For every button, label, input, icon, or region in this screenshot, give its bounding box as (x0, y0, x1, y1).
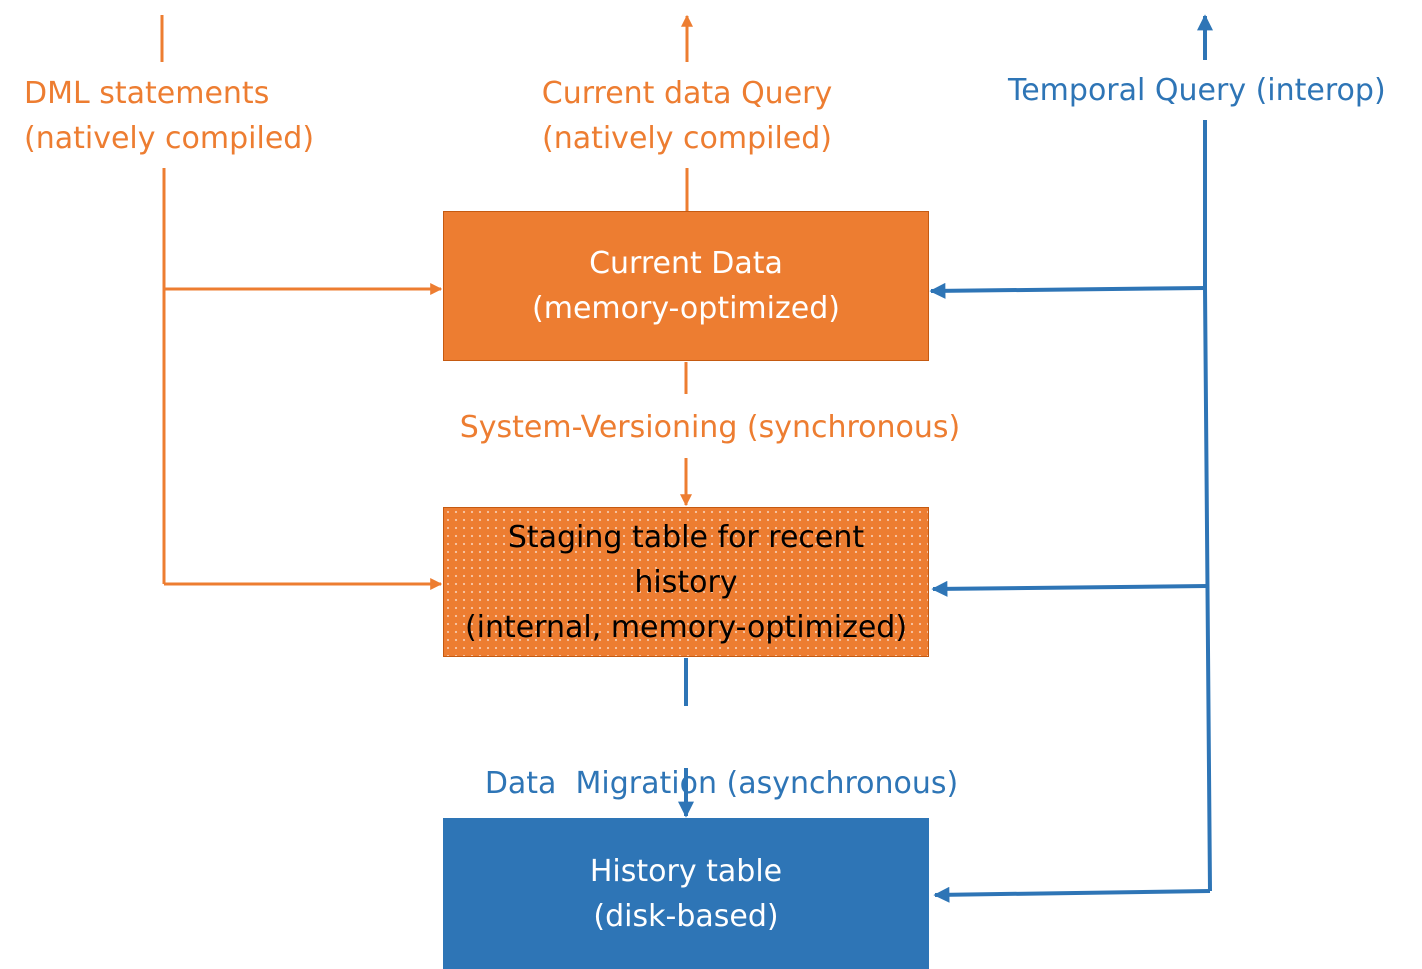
temporal-query-line-main (1203, 120, 1212, 892)
dml-label-line1: DML statements (24, 76, 270, 111)
staging-table-subtitle: (internal, memory-optimized) (464, 609, 908, 645)
temporal-to-current-arrow (929, 282, 1206, 299)
current-query-compiled-label: (natively compiled) (487, 116, 887, 161)
system-versioning-text: System-Versioning (synchronous) (459, 410, 961, 445)
staging-table-title-line1: Staging table for recent (507, 519, 865, 555)
history-table-title: History table (589, 853, 783, 889)
data-migration-label: Data Migration (asynchronous) (422, 716, 1002, 806)
data-migration-text: Data Migration (asynchronous) (484, 766, 959, 801)
dml-compiled-label: (natively compiled) (24, 116, 314, 161)
temporal-query-label: Temporal Query (interop) (1008, 68, 1386, 113)
history-table-box: History table (disk-based) (443, 818, 929, 969)
staging-table-box: Staging table for recent history (intern… (443, 507, 929, 657)
current-query-label: Current data Query (487, 71, 887, 116)
current-data-subtitle: (memory-optimized) (532, 291, 840, 326)
staging-table-title-line2: history (634, 564, 738, 600)
current-data-box: Current Data (memory-optimized) (443, 211, 929, 361)
history-table-subtitle: (disk-based) (593, 898, 779, 934)
current-query-line1: Current data Query (541, 76, 833, 111)
temporal-query-line1: Temporal Query (interop) (1008, 73, 1386, 108)
dml-label-line2: (natively compiled) (24, 121, 315, 156)
temporal-to-history-arrow (933, 886, 1211, 903)
temporal-to-staging-arrow (931, 580, 1208, 597)
system-versioning-label: System-Versioning (synchronous) (410, 405, 1010, 450)
current-data-title: Current Data (589, 246, 783, 281)
dml-statements-label: DML statements (24, 71, 269, 116)
current-query-line2: (natively compiled) (541, 121, 833, 156)
